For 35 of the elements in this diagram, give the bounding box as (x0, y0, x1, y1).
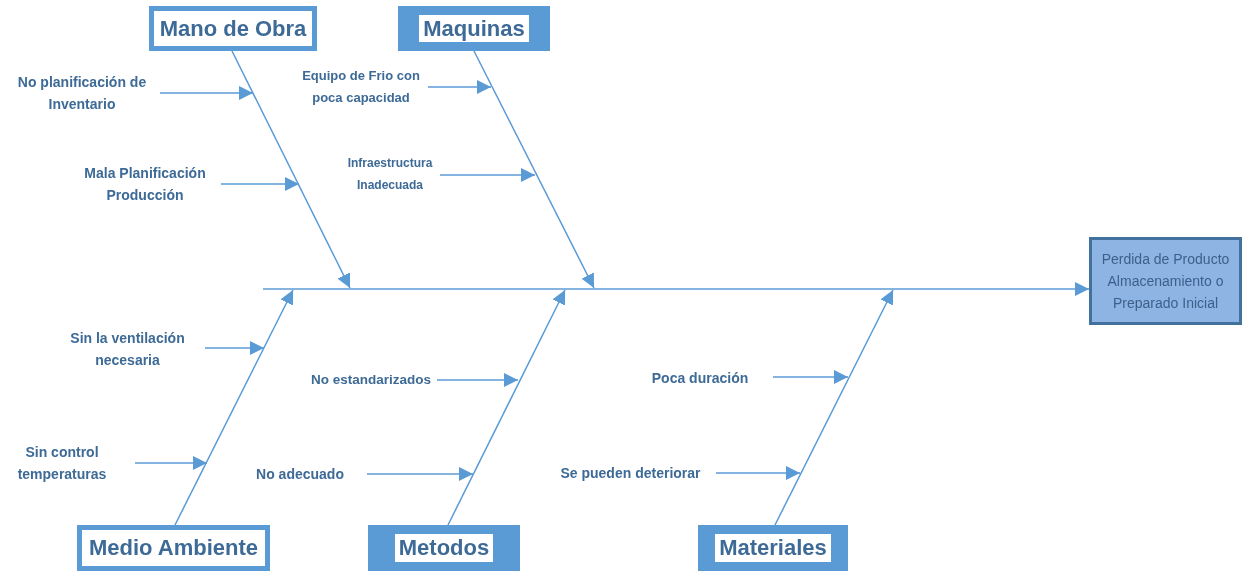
arrow (220, 177, 300, 191)
arrow (447, 289, 566, 526)
arrow (366, 467, 474, 481)
cause-label: Poca duración (640, 367, 760, 389)
category-label: Maquinas (419, 14, 529, 43)
arrow (436, 373, 519, 387)
category-box: Mano de Obra (149, 6, 317, 51)
cause-label: Mala Planificación Producción (70, 161, 220, 207)
category-label: Metodos (394, 534, 494, 562)
cause-label: Infraestructura Inadecuada (346, 153, 434, 195)
arrow (134, 456, 208, 470)
cause-label: Sin la ventilación necesaria (55, 326, 200, 372)
arrow (204, 341, 265, 355)
arrow (439, 168, 536, 182)
cause-label: No planificación de Inventario (2, 70, 162, 116)
cause-label: Equipo de Frio con poca capacidad (300, 64, 422, 110)
arrow (231, 50, 351, 289)
category-box: Medio Ambiente (77, 525, 270, 571)
arrow (262, 282, 1090, 296)
category-box (698, 525, 848, 571)
cause-label: No adecuado (250, 463, 350, 485)
cause-label: No estandarizados (310, 369, 432, 391)
arrow (772, 370, 849, 384)
category-box (368, 525, 520, 571)
arrow (715, 466, 801, 480)
arrow (427, 80, 492, 94)
effect-box: Perdida de Producto Almacenamiento o Preparado Inicial (1089, 237, 1242, 325)
cause-label: Se pueden deteriorar (548, 462, 713, 484)
cause-label: Sin control temperaturas (2, 440, 122, 486)
category-box (398, 6, 550, 51)
arrow (174, 289, 294, 526)
arrow (473, 50, 595, 289)
arrow (774, 289, 894, 526)
arrow (159, 86, 254, 100)
category-label: Materiales (715, 534, 831, 562)
